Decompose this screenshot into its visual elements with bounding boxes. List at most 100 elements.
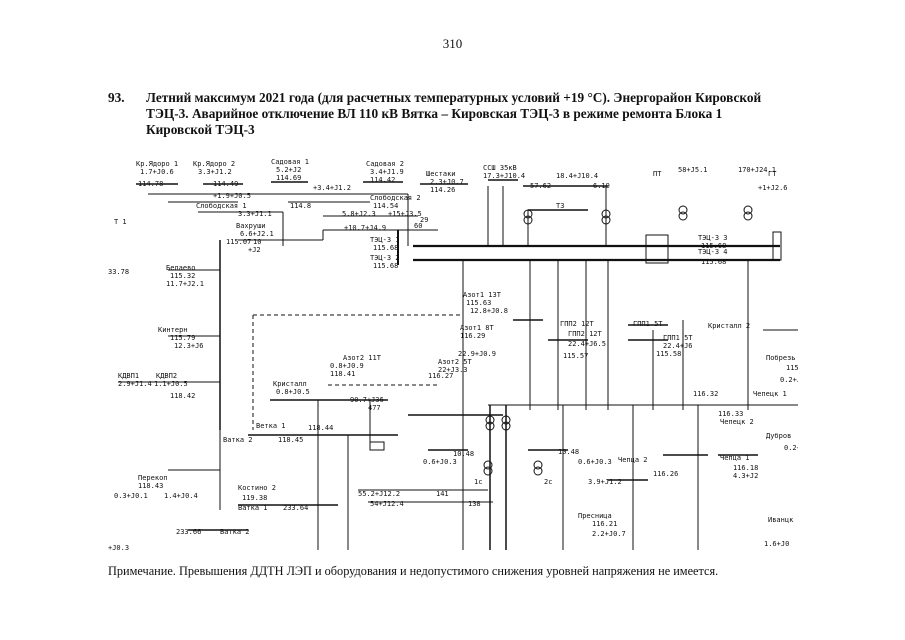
diagram-label: 10 bbox=[253, 238, 261, 246]
diagram-label: 115.57 bbox=[563, 352, 588, 360]
diagram-label: 114.8 bbox=[290, 202, 311, 210]
diagram-label: 0.2+J0 bbox=[784, 444, 798, 452]
diagram-label: Азот2 11Т bbox=[343, 354, 382, 362]
item-number: 93. bbox=[108, 90, 125, 105]
diagram-label: ГПП1 5Т bbox=[633, 320, 663, 328]
page-number: 310 bbox=[442, 36, 463, 51]
diagram-label: 118.45 bbox=[278, 436, 303, 444]
diagram-label: +15+J3.5 bbox=[388, 210, 422, 218]
diagram-label: 138 bbox=[468, 500, 481, 508]
diagram-label: 12.8+J0.8 bbox=[470, 307, 508, 315]
power-grid-schematic: Кр.Ядоро 1 1.7+J0.6 Кр.Ядоро 2 3.3+J1.2 … bbox=[108, 158, 798, 552]
diagram-label: Белаево bbox=[166, 264, 196, 272]
diagram-label: 1с bbox=[474, 478, 482, 486]
diagram-label: +10.7+J4.9 bbox=[344, 224, 386, 232]
diagram-label: Кристалл bbox=[273, 380, 307, 388]
diagram-label: Костино 2 bbox=[238, 484, 276, 492]
title-line-3: Кировской ТЭЦ-3 bbox=[146, 122, 255, 137]
diagram-label: 118.44 bbox=[308, 424, 333, 432]
diagram-label: Кинтерн bbox=[158, 326, 188, 334]
diagram-label: 1.4+J0.4 bbox=[164, 492, 198, 500]
diagram-labels: Кр.Ядоро 1 1.7+J0.6 Кр.Ядоро 2 3.3+J1.2 … bbox=[108, 158, 798, 552]
diagram-label: 3.3+J1.2 bbox=[198, 168, 232, 176]
diagram-label: 1.7+J0.6 bbox=[140, 168, 174, 176]
diagram-label: 2.2+J0.7 bbox=[592, 530, 626, 538]
diagram-label: Шестаки bbox=[426, 170, 456, 178]
diagram-label: 115.07 bbox=[226, 238, 251, 246]
diagram-label: Перекоп bbox=[138, 474, 168, 482]
diagram-label: ГПП2 12Т bbox=[568, 330, 603, 338]
diagram-label: 18.4+J10.4 bbox=[556, 172, 598, 180]
diagram-label: +J2 bbox=[248, 246, 261, 254]
diagram-label: Чепца 1 bbox=[720, 454, 750, 462]
diagram-label: Т3 bbox=[556, 202, 564, 210]
diagram-label: 3.4+J1.9 bbox=[370, 168, 404, 176]
diagram-label: 116.18 bbox=[733, 464, 758, 472]
diagram-label: 1.6+J0 bbox=[764, 540, 789, 548]
diagram-label: Ватка 2 bbox=[223, 436, 253, 444]
diagram-label: 2с bbox=[544, 478, 552, 486]
diagram-label: 115.58 bbox=[656, 350, 681, 358]
diagram-label: Т 1 bbox=[114, 218, 127, 226]
diagram-label: ТЭЦ-3 3 bbox=[698, 234, 728, 242]
diagram-label: 55.2+J12.2 bbox=[358, 490, 400, 498]
diagram-label: 0.6+J0.3 bbox=[423, 458, 457, 466]
diagram-label: 115.68 bbox=[701, 242, 726, 250]
diagram-label: 5.2+J2 bbox=[276, 166, 301, 174]
diagram-label: 90.7+J36 bbox=[350, 396, 384, 404]
diagram-label: Чепецк 1 bbox=[753, 390, 787, 398]
diagram-label: Садовая 1 bbox=[271, 158, 309, 166]
diagram-label: 114.69 bbox=[276, 174, 301, 182]
footnote: Примечание. Превышения ДДТН ЛЭП и оборуд… bbox=[108, 564, 719, 578]
diagram-label: Кр.Ядоро 1 bbox=[136, 160, 178, 168]
diagram-label: 116.32 bbox=[693, 390, 718, 398]
diagram-label: 115.79 bbox=[170, 334, 195, 342]
title-line-1: Летний максимум 2021 года (для расчетных… bbox=[146, 90, 762, 105]
diagram-label: 114.26 bbox=[430, 186, 455, 194]
diagram-label: 119.38 bbox=[242, 494, 267, 502]
diagram-label: 2.3+J0.7 bbox=[430, 178, 464, 186]
diagram-label: ГПП2 12Т bbox=[560, 320, 595, 328]
diagram-label: 6.6+J2.1 bbox=[240, 230, 274, 238]
diagram-label: 33.78 bbox=[108, 268, 129, 276]
diagram-label: 0.8+J0.5 bbox=[276, 388, 310, 396]
diagram-label: Кристалл 2 bbox=[708, 322, 750, 330]
diagram-label: +1+J2.6 bbox=[758, 184, 788, 192]
diagram-label: 6.19 bbox=[593, 182, 610, 190]
diagram-label: 116.26 bbox=[653, 470, 678, 478]
diagram-label: 5.8+J2.3 bbox=[342, 210, 376, 218]
diagram-label: КДВП2 bbox=[156, 372, 177, 380]
diagram-label: 114.78 bbox=[138, 180, 163, 188]
diagram-label: ПТ bbox=[653, 170, 662, 178]
diagram-label: Азот1 8Т bbox=[460, 324, 495, 332]
diagram-label: 141 bbox=[436, 490, 449, 498]
diagram-label: Побрезь bbox=[766, 354, 796, 362]
diagram-label: Азот2 5Т bbox=[438, 358, 473, 366]
diagram-label: Кр.Ядоро 2 bbox=[193, 160, 235, 168]
diagram-label: 29 bbox=[420, 216, 428, 224]
diagram-label: Дубров bbox=[766, 432, 791, 440]
diagram-label: Ветка 1 bbox=[256, 422, 286, 430]
diagram-label: 10.48 bbox=[558, 448, 579, 456]
diagram-label: 114.54 bbox=[373, 202, 398, 210]
diagram-label: ГПП1 5Т bbox=[663, 334, 693, 342]
figure-title: Летний максимум 2021 года (для расчетных… bbox=[146, 90, 858, 138]
diagram-label: 0.6+J0.3 bbox=[578, 458, 612, 466]
schematic-lines bbox=[118, 179, 798, 550]
diagram-label: 11.7+J2.1 bbox=[166, 280, 204, 288]
diagram-label: ТЭЦ-3 4 bbox=[698, 248, 728, 256]
diagram-label: 12.3+J6 bbox=[174, 342, 204, 350]
diagram-label: Ватка 2 bbox=[220, 528, 250, 536]
diagram-label: Ватка 1 bbox=[238, 504, 268, 512]
diagram-label: КДВП1 bbox=[118, 372, 139, 380]
diagram-label: Иванцк bbox=[768, 516, 794, 524]
diagram-label: 22+J3.3 bbox=[438, 366, 468, 374]
diagram-label: 22.4+J6.5 bbox=[568, 340, 606, 348]
diagram-label: 118.43 bbox=[138, 482, 163, 490]
diagram-label: 115.68 bbox=[373, 244, 398, 252]
diagram-label: Садовая 2 bbox=[366, 160, 404, 168]
diagram-label: 118.41 bbox=[330, 370, 355, 378]
diagram-label: 1.1+J0.5 bbox=[154, 380, 188, 388]
diagram-label: 118.42 bbox=[170, 392, 195, 400]
diagram-label: 0.2+J0 bbox=[780, 376, 798, 384]
